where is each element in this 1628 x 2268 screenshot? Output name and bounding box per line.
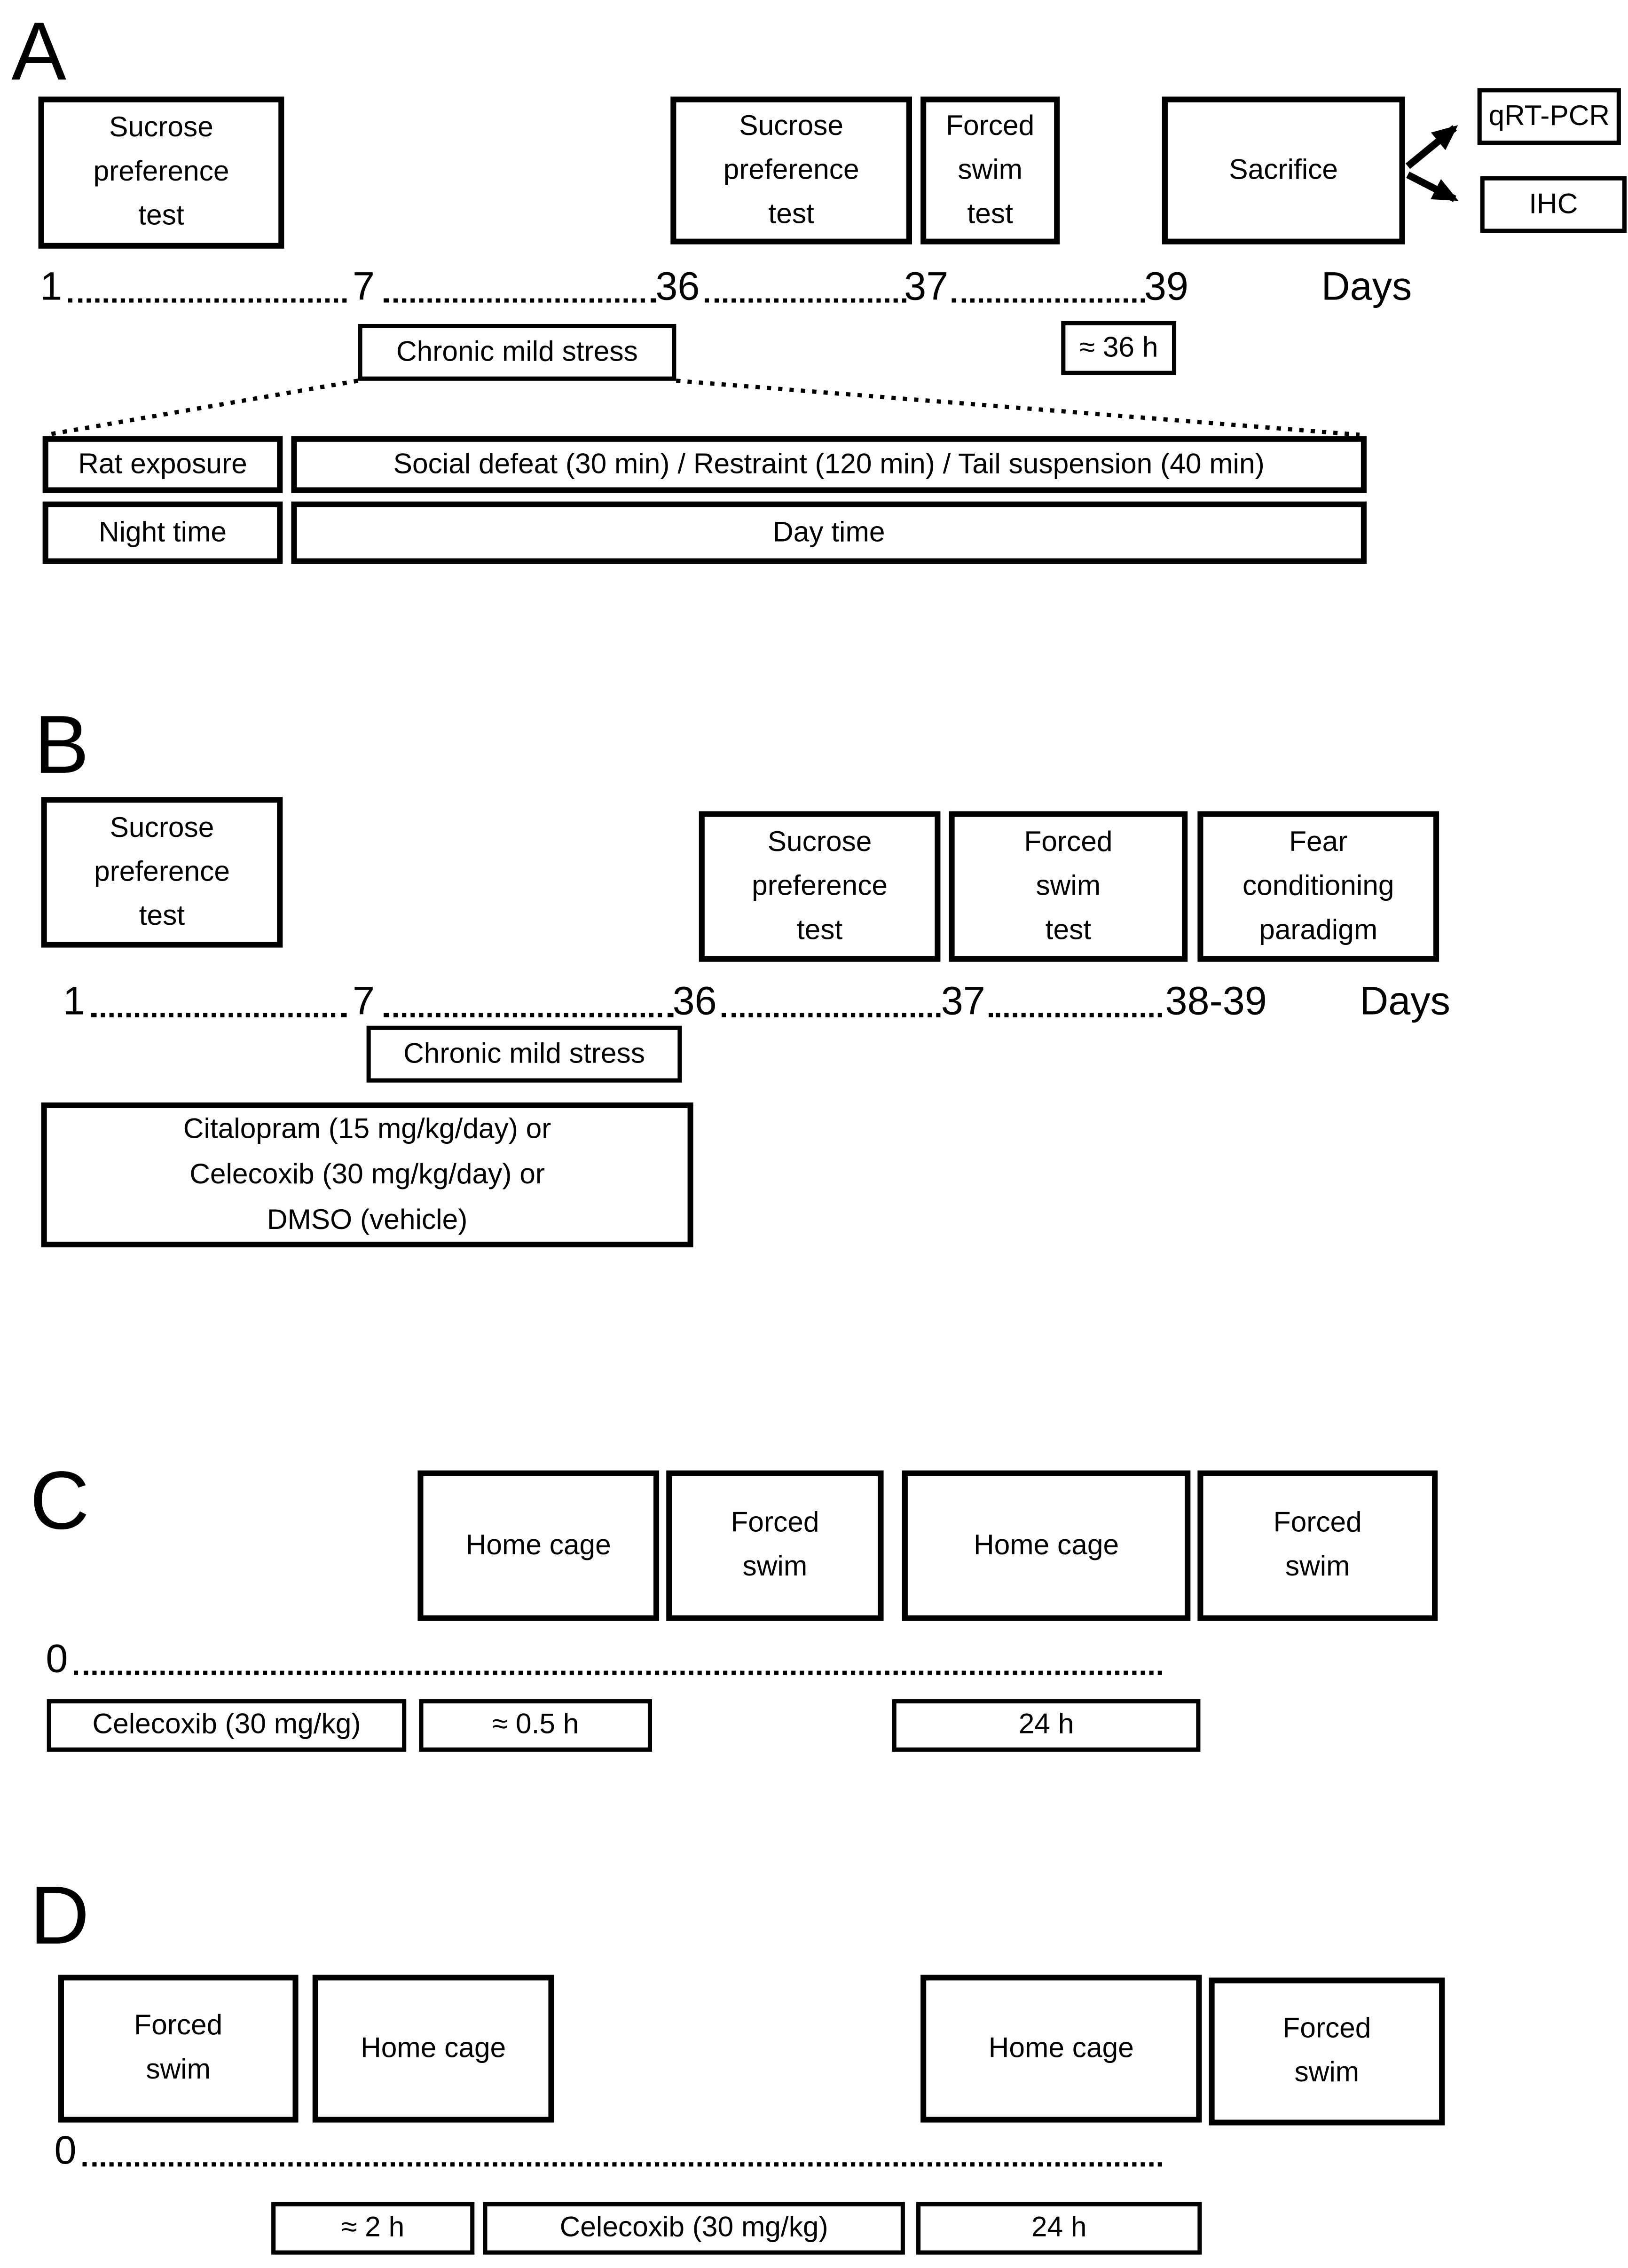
cms-expansion-dotted-line-left: [46, 378, 359, 437]
panel-a-label: A: [11, 6, 67, 98]
timeline-b-tick-day36: 36: [672, 979, 717, 1023]
home-cage-box-d1: Home cage: [312, 1975, 554, 2123]
timeline-a-unit-label: Days: [1321, 264, 1412, 308]
forced-swim-box-d1: Forced swim: [58, 1975, 299, 2123]
timeline-a-dots-1: [68, 287, 347, 303]
timeline-b-tick-day1: 1: [63, 979, 85, 1023]
interval-2h-box: ≈ 2 h: [271, 2202, 475, 2255]
home-cage-box-c1: Home cage: [417, 1470, 660, 1621]
sacrifice-to-ihc-arrow: [1406, 171, 1459, 202]
timeline-c-tick-0: 0: [46, 1637, 68, 1681]
timeline-b-dots-4: [989, 1001, 1162, 1017]
interval-05h-box: ≈ 0.5 h: [419, 1699, 653, 1752]
timeline-d-tick-0: 0: [54, 2128, 77, 2173]
timeline-b-dots-1: [91, 1001, 347, 1017]
duration-36h-box: ≈ 36 h: [1061, 321, 1177, 375]
timeline-b-tick-day7: 7: [353, 979, 375, 1023]
panel-d-label: D: [30, 1869, 90, 1962]
interval-24h-box-c: 24 h: [892, 1699, 1201, 1752]
sacrifice-to-qrtpcr-arrow: [1405, 125, 1458, 169]
home-cage-box-d2: Home cage: [920, 1975, 1202, 2123]
sucrose-preference-test-box-a1: Sucrose preference test: [38, 96, 284, 249]
fear-conditioning-paradigm-box: Fear conditioning paradigm: [1197, 811, 1439, 962]
home-cage-box-c2: Home cage: [902, 1470, 1191, 1621]
rat-exposure-box: Rat exposure: [42, 436, 283, 493]
night-time-box: Night time: [42, 501, 283, 564]
sacrifice-box: Sacrifice: [1162, 96, 1405, 244]
timeline-a-tick-day39: 39: [1144, 264, 1188, 308]
timeline-b-tick-day38-39: 38-39: [1165, 979, 1267, 1023]
timeline-b-unit-label: Days: [1360, 979, 1450, 1023]
timeline-b-dots-2: [383, 1001, 674, 1017]
sucrose-preference-test-box-b1: Sucrose preference test: [41, 797, 283, 948]
timeline-a-tick-day36: 36: [655, 264, 700, 308]
celecoxib-box-c: Celecoxib (30 mg/kg): [47, 1699, 407, 1752]
forced-swim-test-box-a: Forced swim test: [920, 96, 1060, 244]
chronic-mild-stress-box-b: Chronic mild stress: [366, 1025, 682, 1083]
panel-c-label: C: [30, 1455, 90, 1547]
qrt-pcr-box: qRT-PCR: [1477, 88, 1621, 145]
cms-expansion-dotted-line-right: [676, 378, 1360, 437]
timeline-b-dots-3: [722, 1001, 941, 1017]
timeline-a-tick-day1: 1: [40, 264, 63, 308]
timeline-a-dots-3: [704, 287, 906, 303]
forced-swim-box-d2: Forced swim: [1209, 1977, 1445, 2126]
timeline-d-dots: [82, 2151, 1162, 2167]
forced-swim-box-c2: Forced swim: [1197, 1470, 1438, 1621]
sucrose-preference-test-box-b2: Sucrose preference test: [699, 811, 941, 962]
day-time-box: Day time: [291, 501, 1367, 564]
celecoxib-box-d: Celecoxib (30 mg/kg): [483, 2202, 905, 2255]
timeline-a-dots-4: [952, 287, 1145, 303]
panel-b-label: B: [34, 699, 89, 792]
ihc-box: IHC: [1480, 176, 1627, 233]
treatment-box: Citalopram (15 mg/kg/day) or Celecoxib (…: [41, 1102, 693, 1248]
timeline-a-dots-2: [383, 287, 657, 303]
forced-swim-test-box-b: Forced swim test: [949, 811, 1188, 962]
interval-24h-box-d: 24 h: [916, 2202, 1202, 2255]
forced-swim-box-c1: Forced swim: [666, 1470, 884, 1621]
timeline-a-tick-day7: 7: [353, 264, 375, 308]
timeline-b-tick-day37: 37: [941, 979, 985, 1023]
timeline-a-tick-day37: 37: [904, 264, 949, 308]
sucrose-preference-test-box-a2: Sucrose preference test: [670, 96, 912, 244]
day-stressors-box: Social defeat (30 min) / Restraint (120 …: [291, 436, 1367, 493]
chronic-mild-stress-box-a: Chronic mild stress: [358, 323, 676, 381]
timeline-c-dots: [74, 1659, 1162, 1675]
